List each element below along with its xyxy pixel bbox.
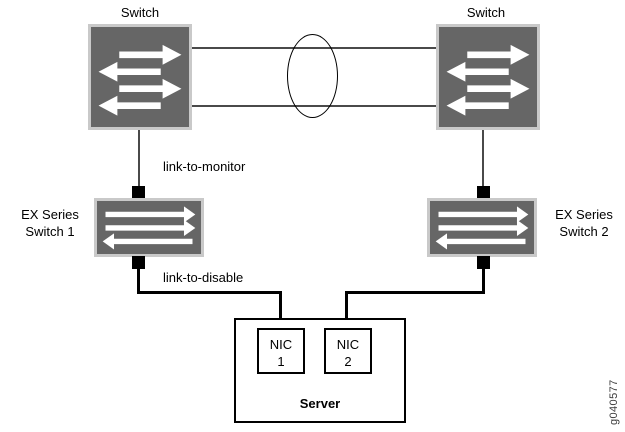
ex-switch-1-label-line1: EX Series xyxy=(21,207,79,222)
ex-switch-1-top-connector xyxy=(132,186,145,199)
link-to-monitor-line xyxy=(138,130,140,192)
ex2-to-nic2-horizontal xyxy=(345,291,485,294)
link-to-disable-segment-horizontal xyxy=(137,291,282,294)
core-switch-left[interactable] xyxy=(88,24,192,130)
nic2-drop-line xyxy=(345,291,348,328)
ex-switch-2-bottom-connector xyxy=(477,256,490,269)
link-to-monitor-label: link-to-monitor xyxy=(163,159,246,174)
nic-2-label-line2: 2 xyxy=(344,354,352,369)
switch-icon xyxy=(98,44,182,116)
nic-1-box[interactable]: NIC 1 xyxy=(257,328,305,374)
core-to-ex2-line xyxy=(482,130,484,192)
ex2-drop-line xyxy=(482,266,485,294)
network-cloud-icon xyxy=(287,34,338,118)
core-switch-right-label: Switch xyxy=(466,5,506,20)
link-to-disable-segment-vertical xyxy=(137,266,140,294)
nic-2-label-line1: NIC xyxy=(336,337,360,352)
figure-id-watermark: g040577 xyxy=(608,379,620,425)
switch-icon xyxy=(435,206,529,250)
nic1-drop-line xyxy=(279,291,282,328)
nic-1-label-line1: NIC xyxy=(269,337,293,352)
ex-switch-1-label-line2: Switch 1 xyxy=(25,224,75,239)
core-switch-left-label: Switch xyxy=(120,5,160,20)
ex-switch-2[interactable] xyxy=(427,198,537,257)
ex-switch-1-bottom-connector xyxy=(132,256,145,269)
switch-icon xyxy=(446,44,530,116)
nic-1-label-line2: 1 xyxy=(277,354,285,369)
link-to-disable-label: link-to-disable xyxy=(163,270,244,285)
core-switch-right[interactable] xyxy=(436,24,540,130)
ex-switch-2-label-line2: Switch 2 xyxy=(559,224,609,239)
ex-switch-1[interactable] xyxy=(94,198,204,257)
ex-switch-2-label-line1: EX Series xyxy=(555,207,613,222)
switch-icon xyxy=(102,206,196,250)
server-label: Server xyxy=(299,396,341,411)
nic-2-box[interactable]: NIC 2 xyxy=(324,328,372,374)
ex-switch-2-top-connector xyxy=(477,186,490,199)
